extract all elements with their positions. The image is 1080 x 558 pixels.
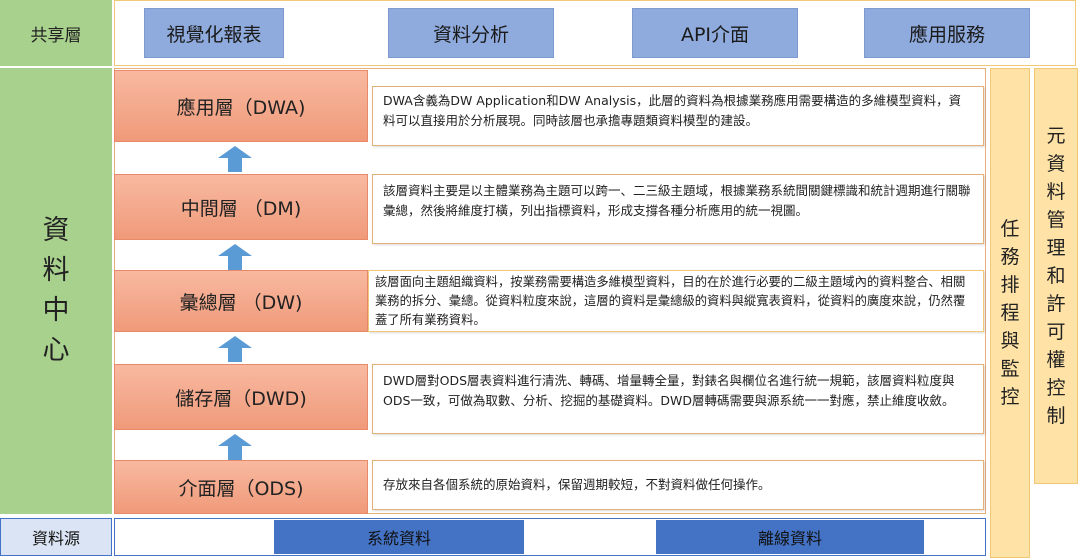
api-interface-box: API介面 [632,8,798,58]
layer-dwd-desc: DWD層對ODS層表資料進行清洗、轉碼、增量轉全量，對錶名與欄位名進行統一規範，… [372,364,984,434]
layer-dm: 中間層 （DM) [114,174,368,240]
data-source-label: 資料源 [0,518,112,556]
arrow-up-icon [218,336,252,362]
task-monitor-column: 任務排程與監控 [990,68,1030,558]
data-center-label: 資料中心 [0,68,112,514]
offline-data-box: 離線資料 [656,520,924,554]
arrow-up-icon [218,146,252,172]
layer-dwa-desc: DWA含義為DW Application和DW Analysis，此層的資料為根… [372,86,984,146]
layer-dwd: 儲存層（DWD) [114,364,368,430]
arrow-up-icon [218,434,252,460]
arrow-up-icon [218,244,252,270]
visual-report-box: 視覺化報表 [144,8,284,58]
system-data-box: 系統資料 [274,520,524,554]
layer-ods-desc: 存放來自各個系統的原始資料，保留週期較短，不對資料做任何操作。 [372,460,984,510]
layer-ods: 介面層（ODS) [114,460,368,514]
layer-dw: 彙總層 （DW) [114,270,368,332]
layer-dm-desc: 該層資料主要是以主體業務為主題可以跨一、二三級主題域，根據業務系統間關鍵標識和統… [372,174,984,244]
metadata-column: 元資料管理和許可權控制 [1034,68,1078,484]
shared-layer-label: 共享層 [0,0,112,66]
layer-dwa: 應用層（DWA) [114,70,368,142]
app-service-box: 應用服務 [864,8,1030,58]
data-analysis-box: 資料分析 [388,8,554,58]
layer-dw-desc: 該層面向主題組織資料，按業務需要構造多維模型資料，目的在於進行必要的二級主題域內… [368,270,984,332]
